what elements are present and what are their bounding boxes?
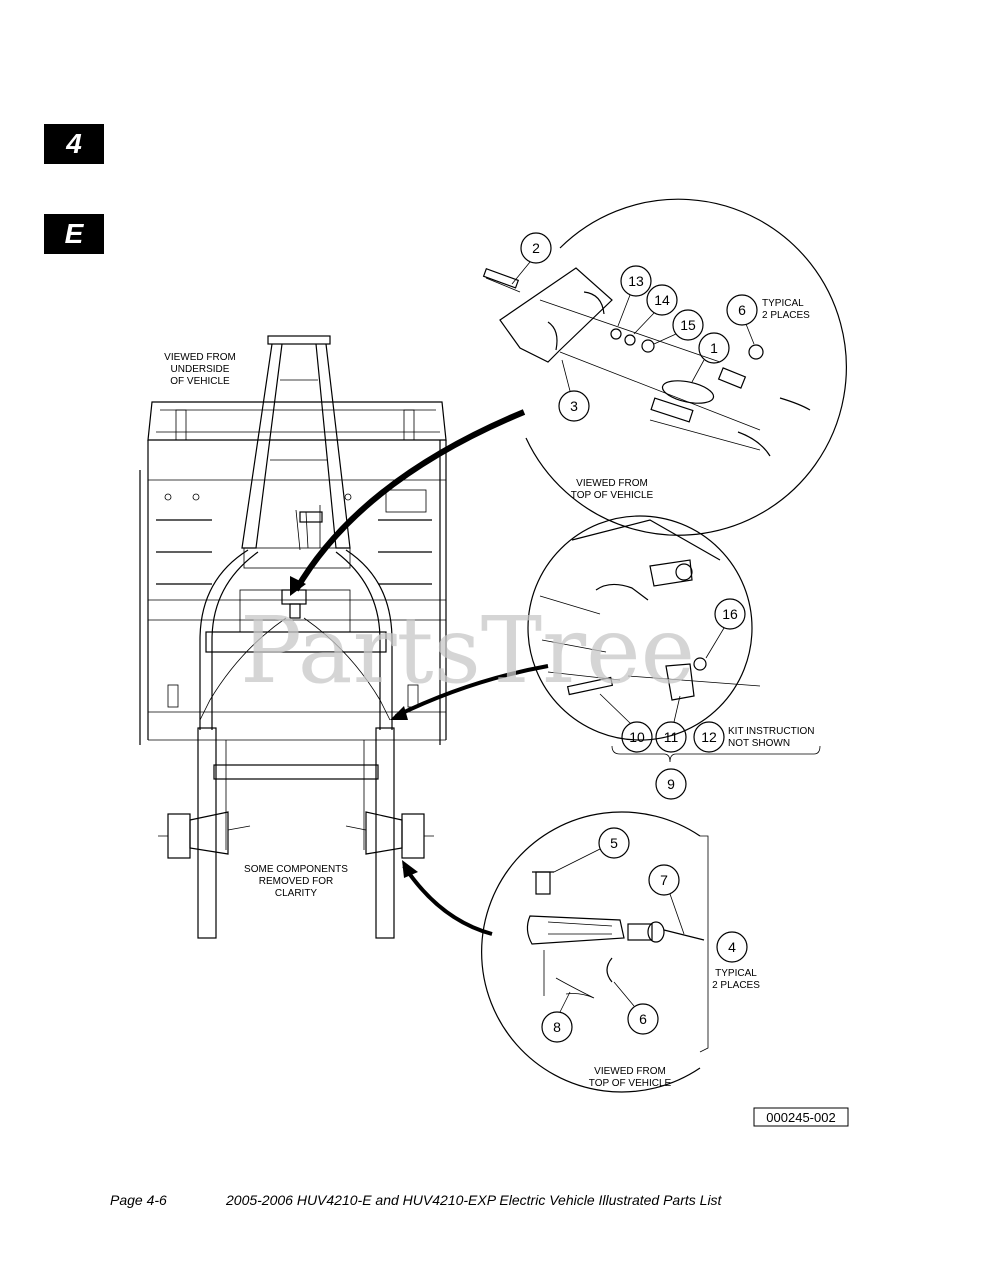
clarity-line3: CLARITY xyxy=(275,888,318,899)
svg-text:1: 1 xyxy=(710,340,718,356)
footer-page-number: Page 4-6 xyxy=(110,1192,167,1208)
svg-text:9: 9 xyxy=(667,776,675,792)
callout-12: 12 xyxy=(693,721,725,753)
callout-7: 7 xyxy=(648,864,685,935)
view-labels: VIEWED FROM UNDERSIDE OF VEHICLE VIEWED … xyxy=(164,298,814,1089)
view-underside-line2: UNDERSIDE xyxy=(171,364,230,375)
vehicle-chassis xyxy=(139,335,447,939)
svg-text:11: 11 xyxy=(664,729,679,745)
figure-id: 000245-002 xyxy=(753,1107,849,1127)
callout-5: 5 xyxy=(553,827,630,873)
callout-11: 11 xyxy=(655,695,687,753)
view-top-b-line2: TOP OF VEHICLE xyxy=(589,1078,672,1089)
callouts: 2 13 14 15 6 1 3 16 10 11 12 9 5 7 4 6 8 xyxy=(511,232,758,1043)
typical-b-line2: 2 PLACES xyxy=(712,980,760,991)
callout-6-bottom: 6 xyxy=(613,981,659,1035)
footer-title: 2005-2006 HUV4210-E and HUV4210-EXP Elec… xyxy=(226,1192,722,1208)
kit-note-line1: KIT INSTRUCTION xyxy=(728,726,814,737)
svg-text:16: 16 xyxy=(722,606,738,622)
callout-10: 10 xyxy=(599,693,653,753)
svg-text:10: 10 xyxy=(629,729,645,745)
svg-text:8: 8 xyxy=(553,1019,561,1035)
view-top-a-line1: VIEWED FROM xyxy=(576,478,648,489)
view-top-b-line1: VIEWED FROM xyxy=(594,1066,666,1077)
view-underside-line1: VIEWED FROM xyxy=(164,352,236,363)
svg-text:3: 3 xyxy=(570,398,578,414)
callout-16: 16 xyxy=(705,598,746,659)
svg-text:12: 12 xyxy=(701,729,717,745)
callout-1: 1 xyxy=(691,332,730,383)
svg-text:15: 15 xyxy=(680,317,696,333)
svg-text:4: 4 xyxy=(728,939,736,955)
callout-4: 4 xyxy=(716,931,748,963)
callout-14: 14 xyxy=(633,284,678,335)
typical-b-line1: TYPICAL xyxy=(715,968,757,979)
callout-9: 9 xyxy=(655,768,687,800)
callout-8: 8 xyxy=(541,991,573,1043)
svg-text:2: 2 xyxy=(532,240,540,256)
svg-text:000245-002: 000245-002 xyxy=(766,1110,835,1125)
svg-text:13: 13 xyxy=(628,273,644,289)
detail-brake-lever xyxy=(482,198,847,536)
svg-text:5: 5 xyxy=(610,835,618,851)
view-top-a-line2: TOP OF VEHICLE xyxy=(571,490,654,501)
svg-text:7: 7 xyxy=(660,872,668,888)
detail-mount-bracket xyxy=(527,515,821,763)
detail-cable-clevis xyxy=(481,811,709,1093)
clarity-line1: SOME COMPONENTS xyxy=(244,864,348,875)
callout-3: 3 xyxy=(558,359,590,422)
callout-6-top: 6 xyxy=(726,294,758,345)
kit-note-line2: NOT SHOWN xyxy=(728,738,790,749)
clarity-line2: REMOVED FOR xyxy=(259,876,333,887)
callout-15: 15 xyxy=(653,309,704,345)
svg-text:14: 14 xyxy=(654,292,670,308)
pointer-arrows xyxy=(290,409,549,936)
svg-text:6: 6 xyxy=(738,302,746,318)
callout-2: 2 xyxy=(511,232,552,285)
chapter-tab: 4 xyxy=(44,124,104,164)
callout-13: 13 xyxy=(617,265,652,327)
watermark: PartsTree xyxy=(240,597,695,704)
svg-text:6: 6 xyxy=(639,1011,647,1027)
typical-a-line1: TYPICAL xyxy=(762,298,804,309)
typical-a-line2: 2 PLACES xyxy=(762,310,810,321)
section-tab: E xyxy=(44,214,104,254)
view-underside-line3: OF VEHICLE xyxy=(170,376,230,387)
